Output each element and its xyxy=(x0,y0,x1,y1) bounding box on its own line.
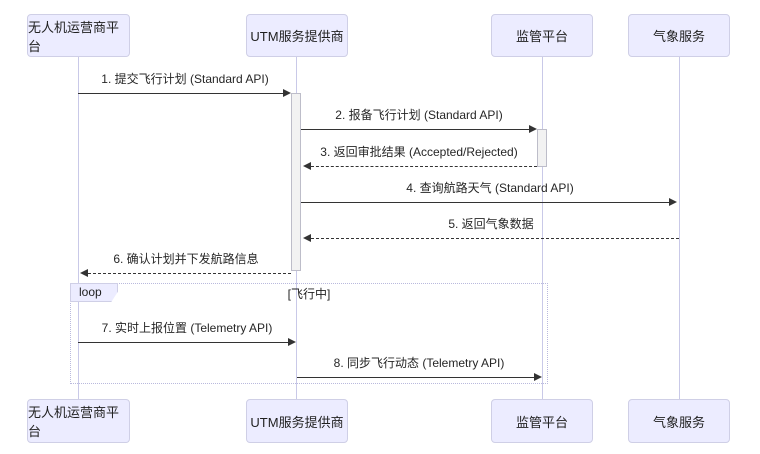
message-4-arrowhead xyxy=(669,198,677,206)
actor-bottom-utm-provider: UTM服务提供商 xyxy=(246,399,348,443)
actor-top-regulator: 监管平台 xyxy=(491,14,593,57)
lifeline-drone-operator xyxy=(78,57,79,399)
actor-label: 监管平台 xyxy=(515,29,568,44)
message-2-line xyxy=(301,129,529,130)
actor-label: 无人机运营商平台 xyxy=(28,19,120,54)
message-6-line xyxy=(88,273,291,274)
actor-label: 气象服务 xyxy=(652,29,705,44)
loop-condition: [飞行中] xyxy=(287,287,331,301)
message-8-arrowhead xyxy=(534,373,542,381)
message-2-label: 2. 报备飞行计划 (Standard API) xyxy=(335,108,503,122)
message-2-arrowhead xyxy=(529,125,537,133)
actor-bottom-drone-operator: 无人机运营商平台 xyxy=(27,399,130,443)
message-4-label: 4. 查询航路天气 (Standard API) xyxy=(406,181,574,195)
message-3-arrowhead xyxy=(303,162,311,170)
message-3-label: 3. 返回审批结果 (Accepted/Rejected) xyxy=(320,145,518,159)
message-5-label: 5. 返回气象数据 xyxy=(448,217,534,231)
message-7-arrowhead xyxy=(288,338,296,346)
message-5-arrowhead xyxy=(303,234,311,242)
lifeline-regulator xyxy=(542,57,543,399)
message-5-line xyxy=(311,238,679,239)
message-3-line xyxy=(311,166,537,167)
message-8-line xyxy=(297,377,534,378)
actor-bottom-weather: 气象服务 xyxy=(628,399,730,443)
message-7-label: 7. 实时上报位置 (Telemetry API) xyxy=(101,321,273,335)
actor-bottom-regulator: 监管平台 xyxy=(491,399,593,443)
message-6-label: 6. 确认计划并下发航路信息 xyxy=(113,252,259,266)
message-1-arrowhead xyxy=(283,89,291,97)
message-6-arrowhead xyxy=(80,269,88,277)
actor-label: 气象服务 xyxy=(652,414,705,430)
actor-top-utm-provider: UTM服务提供商 xyxy=(246,14,348,57)
message-7-line xyxy=(78,342,288,343)
actor-top-drone-operator: 无人机运营商平台 xyxy=(27,14,130,57)
actor-label: UTM服务提供商 xyxy=(250,29,344,44)
loop-fragment: loop [飞行中] xyxy=(70,283,548,384)
message-1-line xyxy=(78,93,284,94)
activation-utm-provider xyxy=(291,93,301,271)
message-1-label: 1. 提交飞行计划 (Standard API) xyxy=(101,72,269,86)
actor-top-weather: 气象服务 xyxy=(628,14,730,57)
lifeline-weather xyxy=(679,57,680,399)
actor-label: 无人机运营商平台 xyxy=(28,405,120,439)
actor-label: 监管平台 xyxy=(515,414,568,430)
activation-regulator xyxy=(537,129,547,167)
actor-label: UTM服务提供商 xyxy=(250,414,344,430)
message-8-label: 8. 同步飞行动态 (Telemetry API) xyxy=(333,356,505,370)
message-4-line xyxy=(301,202,669,203)
